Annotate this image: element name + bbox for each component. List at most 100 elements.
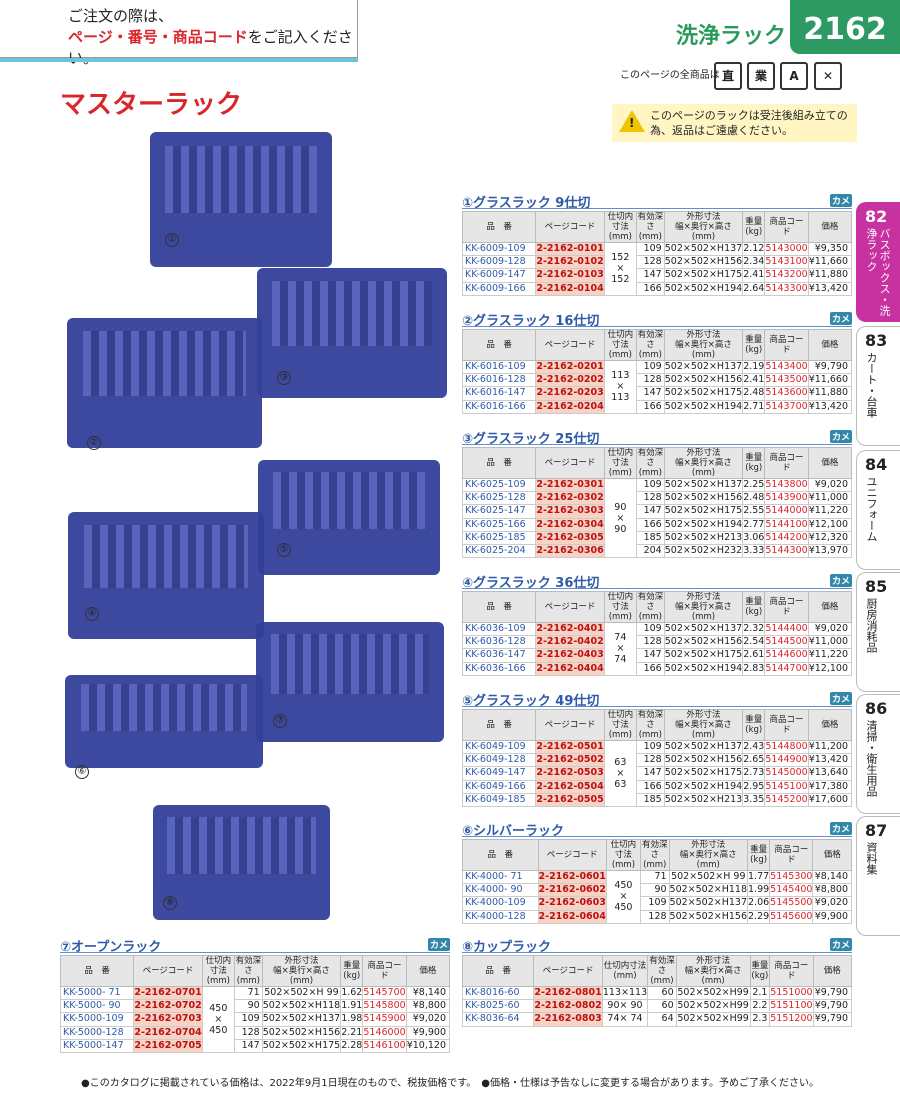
price: ¥12,100: [807, 517, 853, 532]
page-code: 2-2162-0602: [537, 883, 607, 898]
outer-size: 502×502×H194: [663, 517, 744, 532]
product-table: 品 番ページコード仕切内寸法 (mm)有効深さ (mm)外形寸法 幅×奥行×高さ…: [462, 839, 852, 924]
outer-size: 502×502×H175: [261, 1038, 342, 1053]
photo-label: ②: [87, 436, 101, 450]
icons-label: このページの全商品は: [620, 70, 720, 81]
depth: 166: [635, 779, 665, 794]
shop-code: 5145000: [764, 766, 809, 781]
col-header: ページコード: [537, 839, 607, 871]
item-code: KK-6009-147: [461, 268, 537, 283]
col-header: 価格: [405, 955, 451, 987]
shop-code: 5144100: [764, 517, 809, 532]
price: ¥13,420: [807, 281, 853, 296]
col-header: 仕切内寸法 (mm): [601, 955, 649, 987]
col-header: 外形寸法 幅×奥行×高さ(mm): [663, 447, 744, 479]
outer-size: 502×502×H156: [663, 753, 744, 768]
col-header: 品 番: [59, 955, 135, 987]
section-title: ④グラスラック 36仕切カメ: [462, 572, 852, 591]
page-code: 2-2162-0102: [535, 255, 605, 270]
photo-label: ⑦: [273, 714, 287, 728]
product-section-4: ④グラスラック 36仕切カメ品 番ページコード仕切内寸法 (mm)有効深さ (m…: [461, 572, 853, 676]
col-header: 重量 (kg): [742, 447, 766, 479]
rack-photo-8: [153, 805, 330, 920]
product-table: 品 番ページコード仕切内寸法 (mm)有効深さ (mm)外形寸法 幅×奥行×高さ…: [461, 709, 853, 807]
inner-size: 113×113: [603, 360, 637, 414]
col-header: 仕切内寸法 (mm): [603, 211, 637, 243]
catalog-tag: カメ: [427, 938, 450, 951]
depth: 128: [635, 635, 665, 650]
direct-ship-icon: 直: [714, 62, 742, 90]
outer-size: 502×502×H156: [261, 1025, 342, 1040]
shop-code: 5143200: [764, 268, 809, 283]
item-code: KK-6049-166: [461, 779, 537, 794]
outer-size: 502×502×H194: [663, 399, 744, 414]
shop-code: 5145600: [769, 909, 814, 924]
item-code: KK-8016-60: [461, 985, 535, 1001]
product-table: 品 番ページコード仕切内寸法 (mm)有効深さ (mm)外形寸法 幅×奥行×高さ…: [461, 447, 853, 559]
product-table: 品 番ページコード仕切内寸法 (mm)有効深さ (mm)外形寸法 幅×奥行×高さ…: [461, 591, 853, 676]
price: ¥9,790: [812, 985, 853, 1001]
shop-code: 5145500: [769, 896, 814, 911]
item-code: KK-6025-166: [461, 517, 537, 532]
outer-size: 502×502×H194: [663, 779, 744, 794]
page-code: 2-2162-0103: [535, 268, 605, 283]
page-title: マスターラック: [60, 90, 243, 120]
a-rank-icon: A: [780, 62, 808, 90]
weight: 2.77: [742, 517, 766, 532]
item-code: KK-4000-109: [462, 896, 539, 911]
col-header: 重量 (kg): [742, 211, 766, 243]
page-code: 2-2162-0306: [535, 543, 605, 559]
weight: 2.54: [742, 635, 766, 650]
item-code: KK-6025-147: [461, 504, 537, 519]
outer-size: 502×502×H175: [663, 268, 744, 283]
page-code: 2-2162-0702: [133, 999, 203, 1014]
depth: 90: [233, 999, 263, 1014]
page-code: 2-2162-0503: [535, 766, 605, 781]
weight: 2.19: [742, 359, 766, 375]
price: ¥9,790: [807, 359, 853, 375]
page-code: 2-2162-0704: [133, 1025, 203, 1040]
depth: 109: [233, 1012, 263, 1027]
outer-size: 502×502×H194: [663, 281, 744, 296]
col-header: 有効深さ (mm): [635, 591, 665, 623]
item-code: KK-6016-128: [461, 373, 537, 388]
tab-label: 厨房消耗品: [865, 598, 878, 653]
shop-code: 5145900: [362, 1012, 407, 1027]
weight: 2.21: [340, 1025, 364, 1040]
item-code: KK-5000- 90: [59, 999, 135, 1014]
tab-label: 清掃・衛生用品: [865, 720, 878, 797]
depth: 128: [635, 491, 665, 506]
weight: 3.06: [742, 530, 766, 545]
depth: 109: [635, 621, 665, 637]
col-header: 価格: [807, 447, 853, 479]
page-code: 2-2162-0703: [133, 1012, 203, 1027]
weight: 2.2: [749, 999, 771, 1014]
item-code: KK-6036-109: [461, 621, 537, 637]
catalog-tag: カメ: [829, 194, 852, 207]
col-header: 外形寸法 幅×奥行×高さ(mm): [668, 839, 749, 871]
price: ¥9,900: [812, 909, 852, 924]
shop-code: 5145400: [769, 883, 814, 898]
price: ¥8,800: [405, 999, 451, 1014]
shop-code: 5145100: [764, 779, 809, 794]
item-code: KK-5000-147: [59, 1038, 135, 1053]
col-header: 外形寸法 幅×奥行×高さ(mm): [675, 955, 751, 987]
col-header: 仕切内寸法 (mm): [605, 839, 641, 871]
product-section-1: ①グラスラック 9仕切カメ品 番ページコード仕切内寸法 (mm)有効深さ (mm…: [461, 192, 853, 296]
col-header: 有効深さ (mm): [635, 709, 665, 741]
col-header: 仕切内寸法 (mm): [603, 591, 637, 623]
item-code: KK-5000-128: [59, 1025, 135, 1040]
page-code: 2-2162-0101: [535, 241, 605, 257]
tab-number: 87: [865, 821, 888, 840]
col-header: 外形寸法 幅×奥行×高さ(mm): [261, 955, 342, 987]
